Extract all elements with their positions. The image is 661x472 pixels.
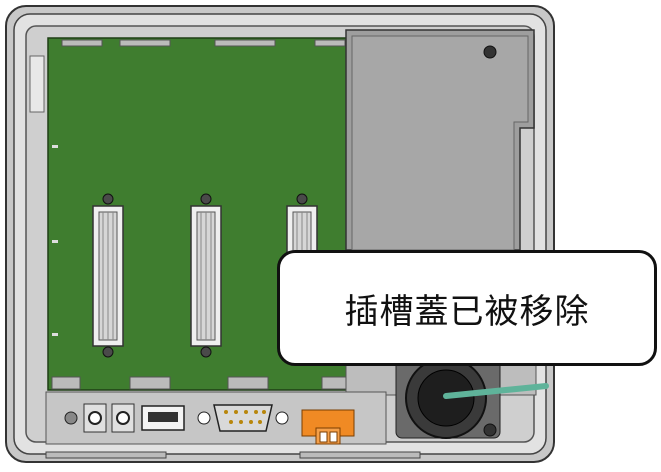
jack-hole — [88, 411, 102, 425]
foot — [299, 451, 421, 459]
db9-pins — [224, 410, 266, 424]
terminal-block-icon — [301, 409, 355, 437]
side-latch — [29, 55, 45, 113]
screw-icon — [483, 423, 497, 437]
callout-text: 插槽蓋已被移除 — [344, 291, 590, 332]
board-tab — [61, 39, 103, 47]
edge-mark — [52, 240, 58, 243]
terminal-pin — [329, 431, 338, 443]
screw-icon — [197, 411, 211, 425]
board-tab — [129, 376, 171, 390]
callout-box: 插槽蓋已被移除 — [277, 250, 657, 366]
terminal-pin — [319, 431, 328, 443]
edge-mark — [52, 145, 58, 148]
jack-hole — [116, 411, 130, 425]
db9-port-icon — [213, 404, 273, 432]
edge-mark — [52, 333, 58, 336]
callout-leader — [443, 383, 549, 399]
usb-slot — [148, 412, 178, 422]
board-tab — [214, 39, 276, 47]
board-tab — [321, 376, 349, 390]
screw-icon — [64, 411, 78, 425]
side-cover-inner — [351, 35, 529, 251]
board-tab — [314, 39, 346, 47]
board-tab — [51, 376, 81, 390]
connector-pins — [102, 212, 308, 340]
screw-icon — [275, 411, 289, 425]
board-tab — [227, 376, 269, 390]
board-tab — [119, 39, 171, 47]
screw-icon — [483, 45, 497, 59]
foot — [45, 451, 167, 459]
